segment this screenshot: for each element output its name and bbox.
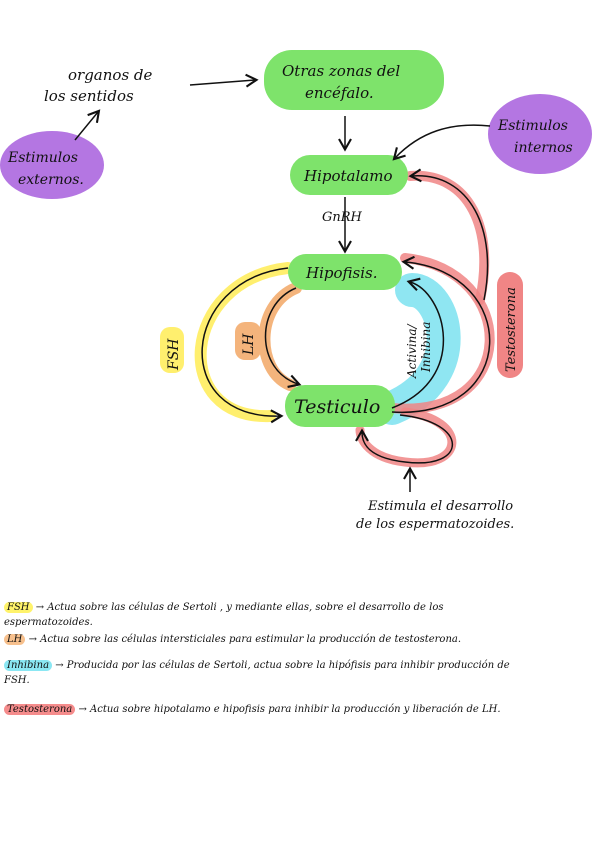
note-cont-fsh: espermatozoides.	[4, 617, 93, 628]
note-term-testosterona: Testosterona	[4, 704, 76, 715]
arrow-externos-to-organos	[74, 109, 101, 141]
estimulos-internos-label-line1: Estimulos	[497, 118, 568, 134]
note-inhibina: Inhibina → Producida por las células de …	[4, 658, 594, 688]
note-text-fsh: → Actua sobre las células de Sertoli , y…	[35, 602, 444, 613]
estimula-label-line2: de los espermatozoides.	[356, 517, 514, 532]
estimulos-externos-label-line2: externos.	[18, 172, 84, 188]
fsh-label: FSH	[166, 338, 182, 371]
arrow-lh	[264, 287, 302, 388]
otras-zonas-label-line1: Otras zonas del	[282, 62, 400, 80]
lh-label: LH	[241, 333, 257, 356]
hipofisis-label: Hipofisis.	[305, 264, 377, 282]
hipotalamo-label: Hipotalamo	[303, 167, 392, 185]
note-term-inhibina: Inhibina	[4, 660, 53, 671]
inhibina-label-line1: Activina/	[405, 322, 419, 379]
arrow-testosterona-hipofisis	[391, 255, 491, 413]
fsh-label-band	[160, 327, 184, 373]
arrow-internos-to-hipotalamo	[392, 124, 491, 161]
note-term-lh: LH	[4, 634, 26, 645]
arrow-testosterona-hipotalamo	[408, 168, 489, 301]
note-cont-inhibina: FSH.	[4, 675, 30, 686]
estimula-label-line1: Estimula el desarrollo	[367, 499, 513, 514]
reproductive-hormone-diagram: organos de los sentidos Otras zonas del …	[0, 50, 592, 532]
note-text-lh: → Actua sobre las células intersticiales…	[28, 634, 462, 645]
organos-label-line1: organos de	[68, 66, 153, 84]
testosterona-label: Testosterona	[504, 287, 519, 372]
lh-label-band	[235, 322, 261, 360]
hipotalamo-blob	[290, 155, 408, 195]
testiculo-label: Testiculo	[294, 396, 380, 418]
note-testosterona: Testosterona → Actua sobre hipotalamo e …	[4, 702, 594, 717]
gnrh-label: GnRH	[322, 210, 363, 225]
estimulos-externos-label-line1: Estimulos	[7, 150, 78, 166]
estimulos-internos-label-line2: internos	[514, 140, 573, 156]
estimulos-internos-blob	[488, 94, 592, 174]
lh-band	[258, 282, 302, 391]
otras-zonas-label-line2: encéfalo.	[305, 84, 374, 102]
note-fsh: FSH → Actua sobre las células de Sertoli…	[4, 600, 594, 630]
hipofisis-blob	[288, 254, 402, 290]
note-text-testosterona: → Actua sobre hipotalamo e hipofisis par…	[78, 704, 501, 715]
arrow-organos-to-otras	[189, 73, 259, 88]
note-lh: LH → Actua sobre las células intersticia…	[4, 632, 594, 647]
arrow-fsh	[201, 267, 289, 424]
otras-zonas-blob	[264, 50, 444, 110]
organos-label-line2: los sentidos	[44, 87, 134, 105]
arrow-inhibina	[391, 277, 445, 409]
estimulos-externos-blob	[0, 131, 104, 199]
arrow-testosterona-loop	[355, 414, 454, 464]
inhibina-label-line2: Inhibina	[419, 322, 433, 373]
testiculo-blob	[285, 385, 395, 427]
note-term-fsh: FSH	[4, 602, 33, 613]
note-text-inhibina: → Producida por las células de Sertoli, …	[55, 660, 510, 671]
